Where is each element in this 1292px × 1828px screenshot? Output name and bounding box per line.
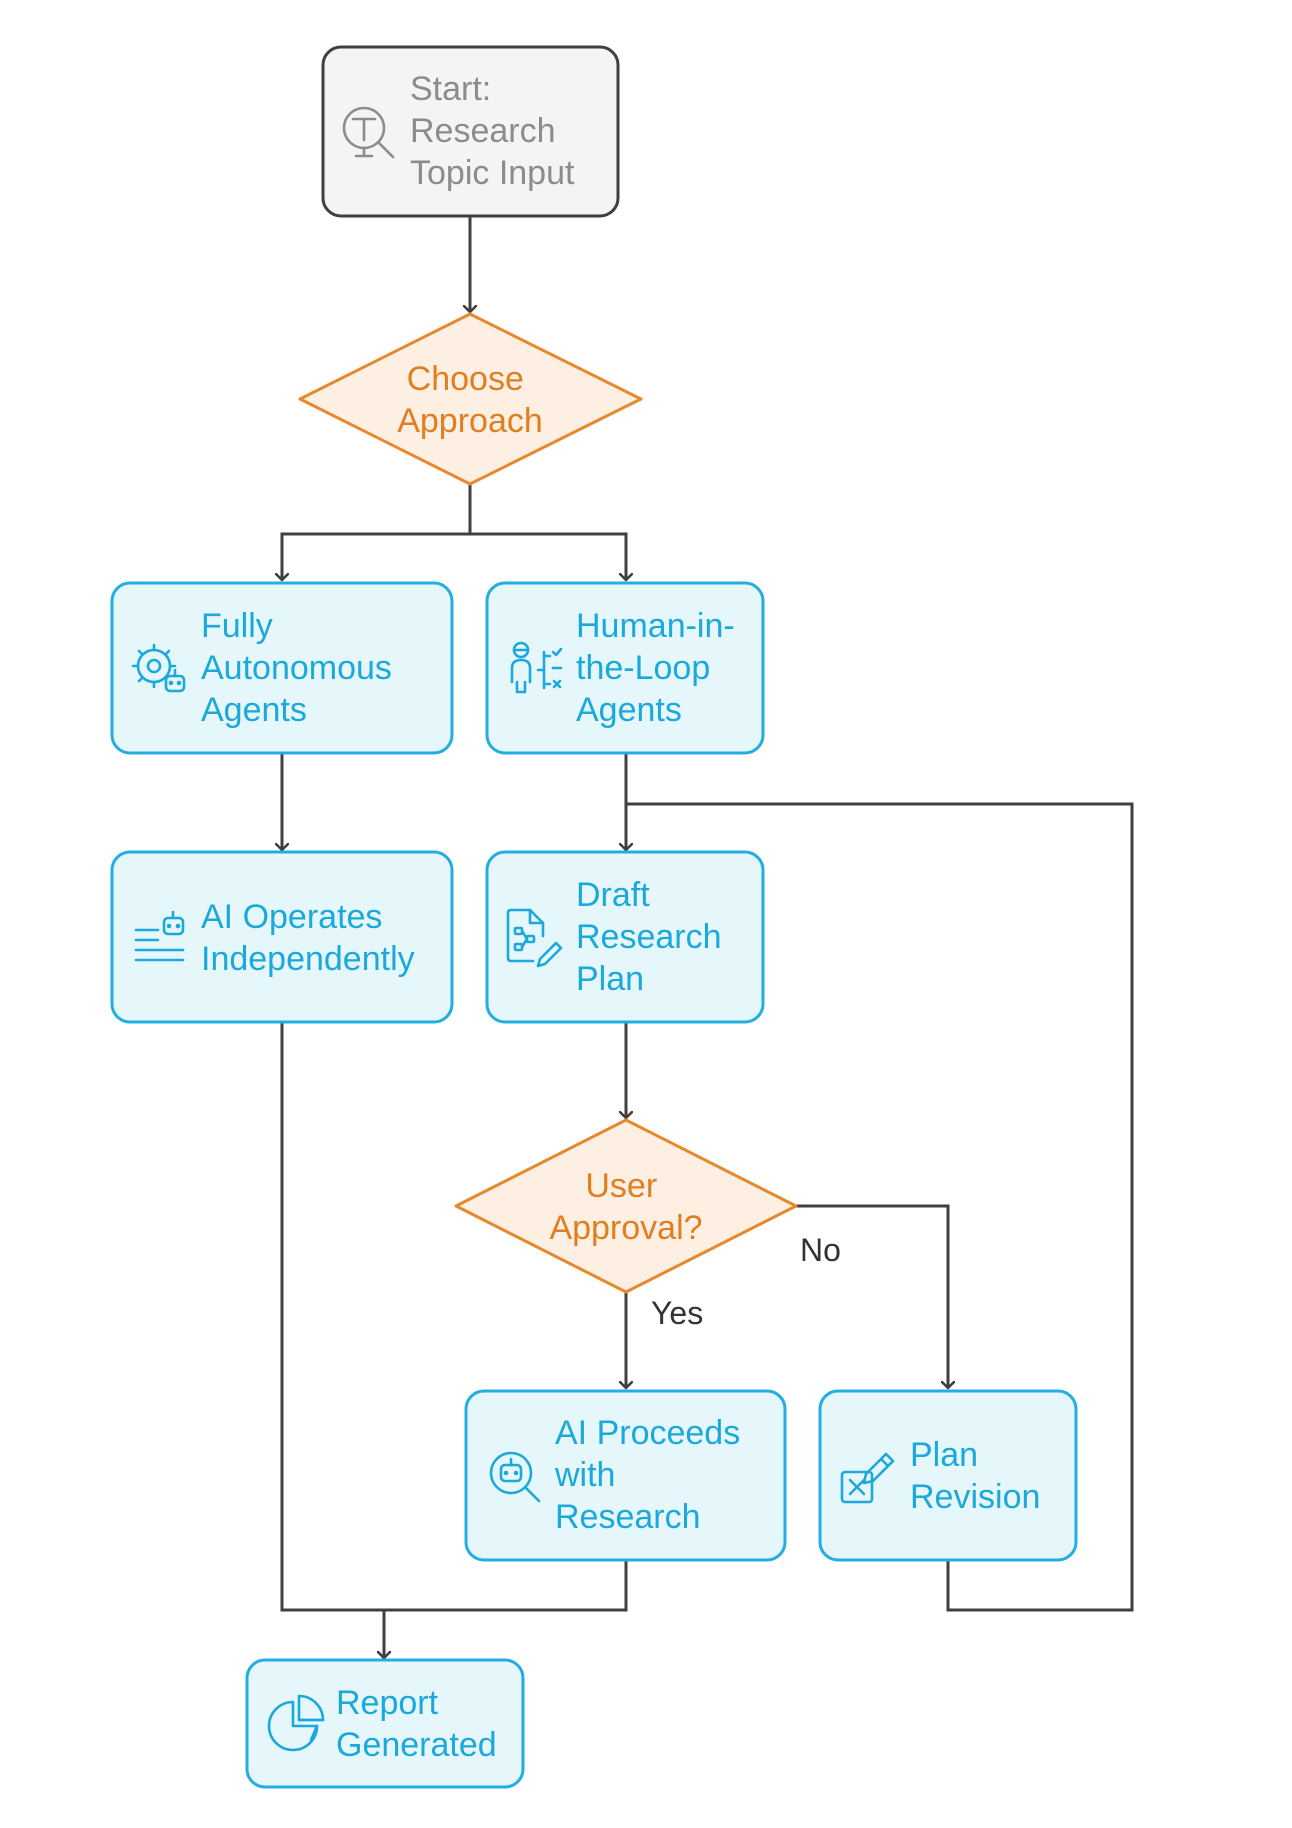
start-line-2: Research — [410, 112, 556, 150]
edge-ai-operates-to-report — [280, 1022, 384, 1658]
report-generated-node[interactable]: Report Generated — [245, 1658, 525, 1789]
pie-chart-icon — [267, 1694, 325, 1752]
fully-autonomous-agents-node[interactable]: Fully Autonomous Agents — [110, 581, 454, 755]
robot-search-icon — [489, 1451, 541, 1503]
draft-line-3: Plan — [576, 960, 644, 998]
hitl-line-2: the-Loop — [576, 649, 710, 687]
gear-robot-icon — [131, 643, 186, 693]
human-checklist-icon — [510, 641, 563, 694]
hitl-line-1: Human-in- — [576, 607, 735, 645]
choose-line-2: Approach — [397, 402, 543, 440]
ai-operates-independently-node[interactable]: AI Operates Independently — [110, 850, 454, 1024]
edge-choose-to-hitl — [470, 532, 626, 580]
ai-operates-line-1: AI Operates — [201, 898, 382, 936]
svg-text:Start: Research To: Start: Research Topic Input — [410, 70, 575, 192]
yes-label: Yes — [651, 1295, 703, 1331]
revision-line-1: Plan — [910, 1436, 978, 1474]
svg-text:Fully Autonomous A: Fully Autonomous Agents — [201, 607, 401, 729]
svg-text:Plan Revision: Plan Revision — [910, 1436, 1040, 1516]
proceeds-line-1: AI Proceeds — [555, 1414, 740, 1452]
hitl-line-3: Agents — [576, 691, 682, 729]
approval-line-1: User — [585, 1167, 657, 1205]
ai-proceeds-with-research-node[interactable]: AI Proceeds with Research — [464, 1389, 787, 1562]
svg-text:User Approval?: User Approval? — [549, 1167, 702, 1247]
proceeds-line-2: with — [554, 1456, 615, 1494]
choose-line-1: Choose — [407, 360, 524, 398]
research-topic-icon — [342, 106, 395, 159]
edge-choose-to-autonomous — [282, 484, 472, 580]
draft-line-2: Research — [576, 918, 722, 956]
report-line-1: Report — [336, 1684, 439, 1722]
edge-proceeds-to-report — [384, 1560, 628, 1612]
choose-approach-decision[interactable]: Choose Approach — [298, 312, 643, 486]
report-line-2: Generated — [336, 1726, 497, 1764]
svg-text:Human-in- the-Loop: Human-in- the-Loop Agents — [576, 607, 744, 729]
ai-operates-line-2: Independently — [201, 940, 415, 978]
autonomous-line-3: Agents — [201, 691, 307, 729]
no-label: No — [800, 1232, 841, 1268]
autonomous-line-1: Fully — [201, 607, 273, 645]
approval-line-2: Approval? — [549, 1209, 702, 1247]
edge-revision-loop-to-draft — [626, 802, 1134, 1612]
revision-line-2: Revision — [910, 1478, 1040, 1516]
draft-line-1: Draft — [576, 876, 650, 914]
plan-revision-node[interactable]: Plan Revision — [818, 1389, 1078, 1562]
robot-lines-icon — [134, 910, 185, 962]
user-approval-decision[interactable]: User Approval? — [454, 1118, 798, 1294]
svg-text:Report Generated: Report Generated — [336, 1684, 497, 1764]
start-line-1: Start: — [410, 70, 491, 108]
edge-approval-no-to-revision — [796, 1204, 948, 1388]
document-edit-icon — [506, 908, 563, 968]
proceeds-line-3: Research — [555, 1498, 701, 1536]
svg-text:Draft Research Pla: Draft Research Plan — [576, 876, 731, 998]
svg-text:AI Proceeds with R: AI Proceeds with Research — [554, 1414, 750, 1536]
human-in-the-loop-agents-node[interactable]: Human-in- the-Loop Agents — [485, 581, 765, 755]
edges — [280, 216, 1134, 1658]
draft-research-plan-node[interactable]: Draft Research Plan — [485, 850, 765, 1024]
svg-text:Choose Approach: Choose Approach — [397, 360, 543, 440]
svg-text:AI Operates Independentl: AI Operates Independently — [201, 898, 415, 978]
start-node[interactable]: Start: Research Topic Input — [321, 45, 620, 218]
autonomous-line-2: Autonomous — [201, 649, 392, 687]
start-line-3: Topic Input — [410, 154, 575, 192]
pencil-cross-icon — [840, 1452, 895, 1504]
